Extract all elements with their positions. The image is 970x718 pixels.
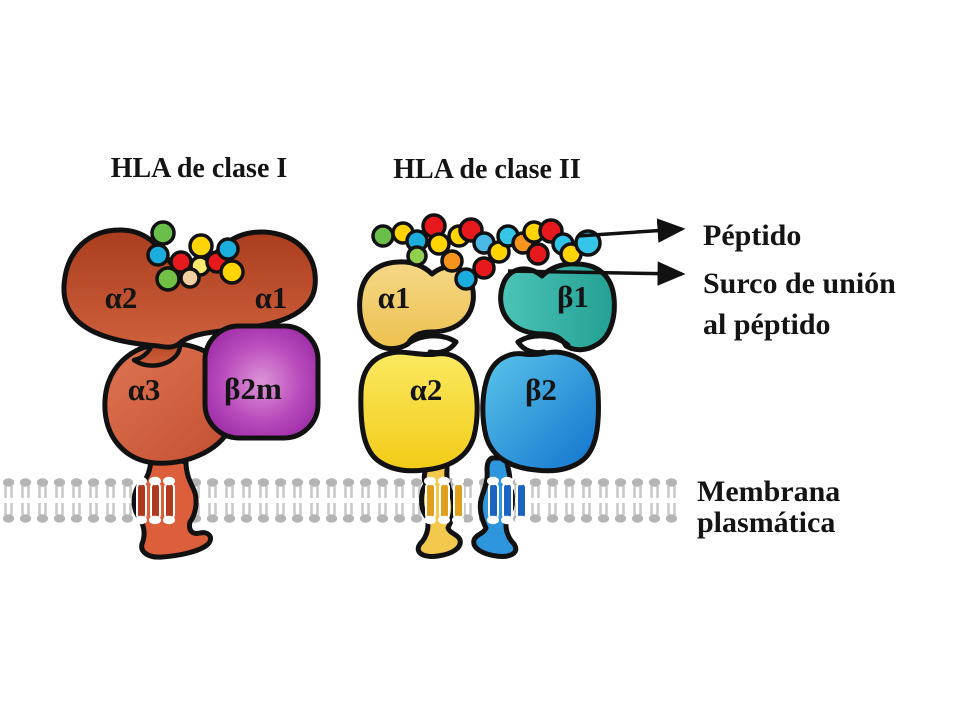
class-i-peptide: [146, 220, 245, 292]
peptide-residue-dot: [146, 243, 170, 267]
peptide-residue-dot: [440, 249, 464, 273]
class-ii-molecule: α1 β1 α2 β2: [357, 259, 617, 559]
label-class-ii-beta2: β2: [525, 372, 557, 407]
alpha-chain-fold-line: [403, 333, 459, 348]
peptide-residue-dot: [526, 242, 550, 266]
peptide-arrow: [577, 218, 686, 243]
beta2m-domain-shape: [202, 323, 321, 441]
groove-label-line2: al péptido: [703, 308, 831, 341]
peptide-residue-dot: [427, 232, 451, 256]
class-i-transmembrane-helices: [135, 476, 175, 525]
class-ii-peptide: [371, 213, 602, 291]
label-class-ii-beta1: β1: [557, 279, 589, 314]
peptide-residue-dot: [216, 237, 240, 261]
title-class-ii: HLA de clase II: [393, 154, 580, 185]
groove-arrow: [507, 261, 686, 286]
peptide-residue-dot: [371, 224, 395, 248]
class-ii-beta2-domain-shape: [480, 349, 601, 474]
label-alpha2: α2: [105, 280, 138, 315]
class-ii-beta-transmembrane-helices: [487, 476, 527, 525]
beta-chain-fold-hook: [515, 339, 547, 356]
peptide-residue-dot: [219, 259, 245, 285]
alpha-chain-fold-hook: [427, 339, 459, 356]
peptide-residue-dot: [454, 267, 478, 291]
label-alpha1: α1: [255, 280, 288, 315]
label-alpha3: α3: [128, 372, 161, 407]
label-class-ii-alpha2: α2: [410, 372, 443, 407]
peptide-residue-dot: [150, 220, 176, 246]
peptide-label: Péptido: [703, 219, 801, 252]
beta-chain-fold-line: [515, 333, 571, 348]
peptide-residue-dot: [155, 266, 181, 292]
title-class-i: HLA de clase I: [111, 153, 288, 184]
plasma-membrane: [0, 477, 683, 524]
label-class-ii-alpha1: α1: [378, 280, 411, 315]
membrane-label-line1: Membrana: [697, 475, 840, 508]
label-beta2m: β2m: [224, 371, 282, 406]
membrane-label-line2: plasmática: [697, 506, 835, 539]
peptide-residue-dot: [179, 267, 201, 289]
peptide-residue-dot: [472, 256, 496, 280]
class-ii-alpha2-domain-shape: [358, 349, 480, 474]
peptide-residue-dot: [406, 245, 428, 267]
groove-label-line1: Surco de unión: [703, 267, 896, 300]
class-ii-alpha-transmembrane-helices: [424, 476, 464, 525]
